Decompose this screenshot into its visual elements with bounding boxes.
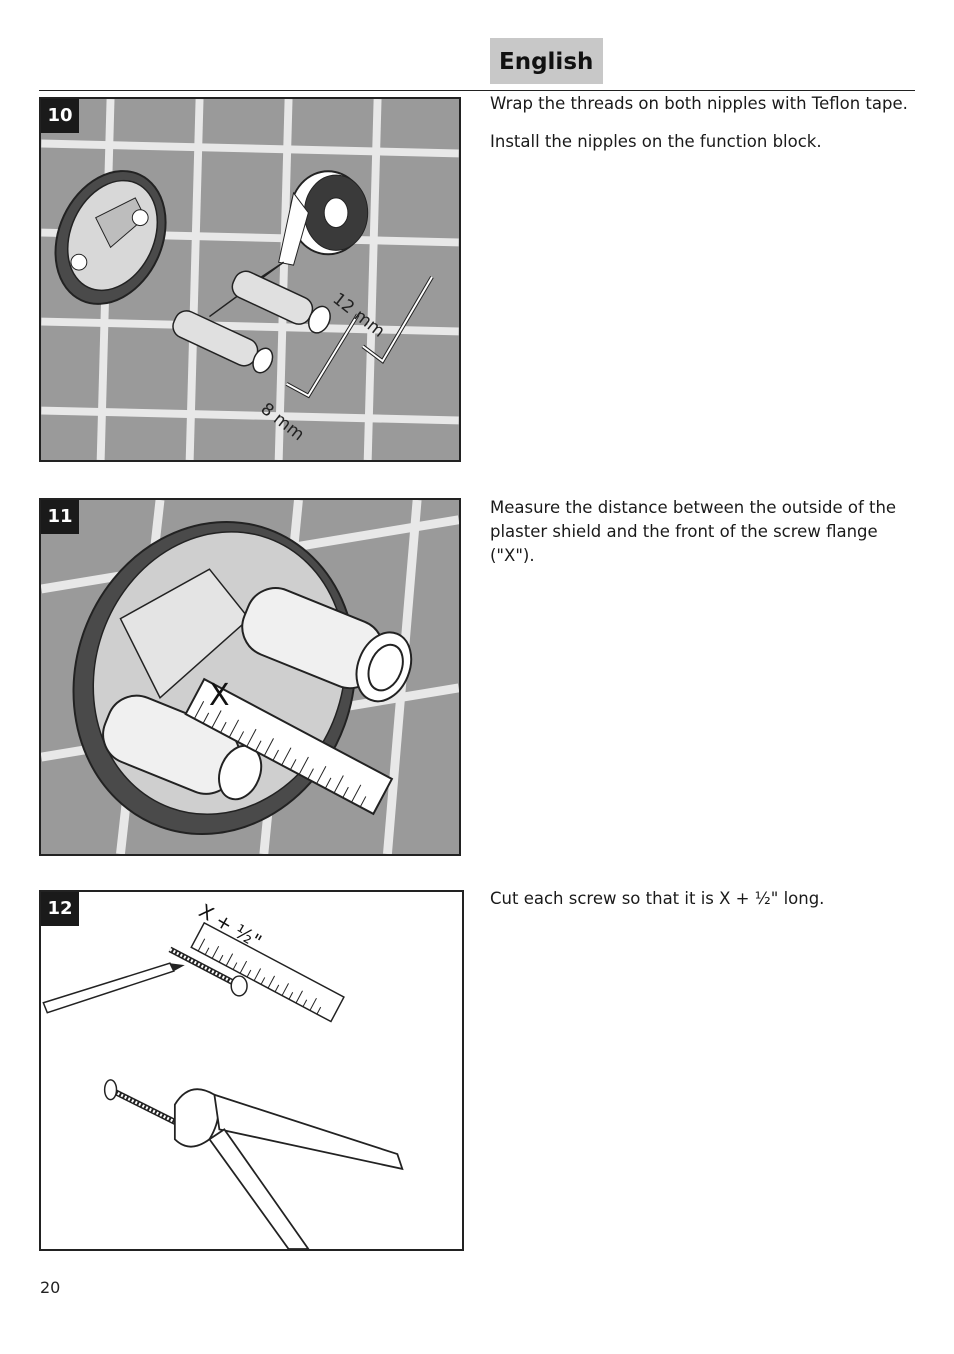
step-number-12: 12	[41, 892, 79, 926]
ruler	[190, 921, 345, 1023]
cutting-pliers	[173, 1088, 404, 1249]
step-10-text: Wrap the threads on both nipples with Te…	[490, 92, 915, 154]
nipple-lower	[172, 310, 274, 374]
ruler	[184, 677, 394, 816]
header-rule	[39, 90, 915, 91]
nipple-upper	[241, 587, 413, 703]
language-tab: English	[490, 38, 603, 84]
step-12-instruction-1: Cut each screw so that it is X + ½" long…	[490, 889, 825, 908]
measure-x-label: X	[209, 678, 230, 713]
measure-illustration	[41, 500, 459, 854]
page-number: 20	[40, 1278, 61, 1297]
step-10-illustration: 10	[39, 97, 461, 462]
step-12-text: Cut each screw so that it is X + ½" long…	[490, 887, 915, 911]
step-10-instruction-2: Install the nipples on the function bloc…	[490, 132, 822, 151]
step-number-11: 11	[41, 500, 79, 534]
cut-screw-illustration	[42, 921, 404, 1249]
nipple-lower	[102, 694, 263, 801]
step-12-illustration: 12	[39, 890, 464, 1251]
nipple-upper	[231, 270, 331, 334]
pencil	[42, 962, 185, 1014]
step-number-10: 10	[41, 99, 79, 133]
step-11-illustration: 11	[39, 498, 461, 856]
teflon-tape-illustration	[41, 99, 459, 460]
step-10-instruction-1: Wrap the threads on both nipples with Te…	[490, 94, 908, 113]
step-11-text: Measure the distance between the outside…	[490, 496, 915, 568]
step-11-instruction-1: Measure the distance between the outside…	[490, 498, 897, 565]
